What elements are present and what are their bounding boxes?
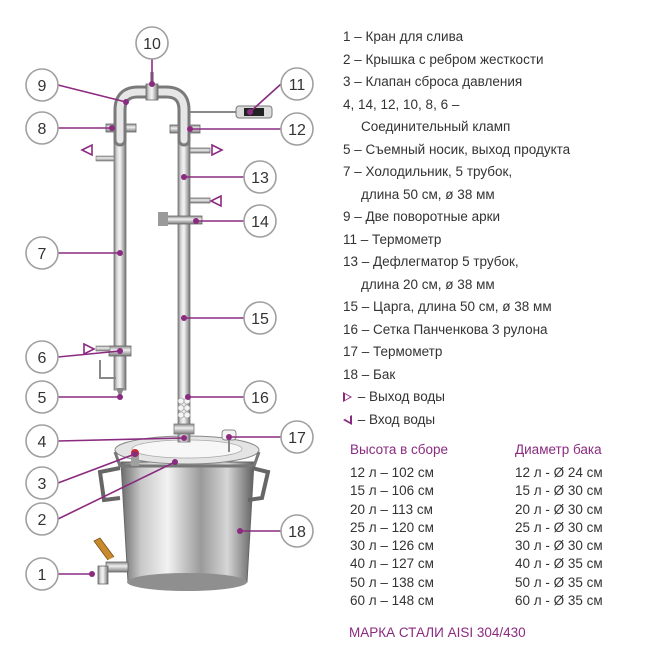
drain-valve <box>93 537 129 585</box>
diameter-row: 30 л - Ø 30 см <box>515 538 603 554</box>
svg-text:10: 10 <box>143 36 161 53</box>
height-row: 30 л – 126 см <box>350 538 434 554</box>
leader-lines <box>57 59 282 575</box>
callout-15: 15 <box>243 301 277 335</box>
legend-item-9: 9 – Две поворотные арки <box>343 209 501 224</box>
legend-item-7: 7 – Холодильник, 5 трубок, <box>343 164 513 179</box>
diameter-table-title: Диаметр бака <box>515 442 602 457</box>
height-row: 12 л – 102 см <box>350 465 434 480</box>
legend-item-1: 1 – Кран для слива <box>343 29 464 44</box>
callout-5: 5 <box>25 380 59 414</box>
svg-text:9: 9 <box>38 78 47 95</box>
height-table-title: Высота в сборе <box>350 442 449 457</box>
legend-item-17: 17 – Термометр <box>343 344 443 359</box>
dephlegmator-ports <box>189 147 211 204</box>
water-in-marker-dephlegmator <box>209 194 222 208</box>
cooler <box>95 123 137 398</box>
legend-item-11: 11 – Термометр <box>343 231 442 247</box>
svg-text:13: 13 <box>251 170 269 187</box>
svg-text:12: 12 <box>288 122 306 139</box>
top-thermometer <box>190 105 273 119</box>
svg-text:7: 7 <box>38 246 47 263</box>
legend-item-4-cont: Соединительный кламп <box>361 119 511 134</box>
svg-text:8: 8 <box>38 121 47 138</box>
diameter-row: 40 л - Ø 35 см <box>515 556 603 572</box>
callout-3: 3 <box>25 466 59 500</box>
svg-text:18: 18 <box>288 524 306 541</box>
svg-text:14: 14 <box>251 214 269 231</box>
diameter-row: 25 л - Ø 30 см <box>515 519 603 535</box>
legend-item-3: 3 – Клапан сброса давления <box>343 74 523 89</box>
legend-water-out: – Выход воды <box>343 386 643 409</box>
parts-legend: 1 – Кран для слива 2 – Крышка с ребром ж… <box>343 26 643 431</box>
diameter-table: Диаметр бака 12 л - Ø 24 см 15 л - Ø 30 … <box>515 442 603 610</box>
height-row: 25 л – 120 см <box>350 519 434 535</box>
height-row: 50 л – 138 см <box>350 574 434 590</box>
legend-item-5: 5 – Съемный носик, выход продукта <box>343 141 571 157</box>
water-in-marker-cooler <box>80 143 93 157</box>
height-row: 60 л – 148 см <box>350 593 434 609</box>
legend-item-16: 16 – Сетка Панченкова 3 рулона <box>343 321 548 337</box>
legend-item-13-cont: длина 20 см, ø 38 мм <box>361 276 495 292</box>
callout-1: 1 <box>25 557 59 591</box>
legend-item-7-cont: длина 50 см, ø 38 мм <box>361 186 495 202</box>
callout-11: 11 <box>280 67 314 101</box>
svg-text:15: 15 <box>251 311 269 328</box>
distiller-diagram: 1 2 3 4 5 6 7 8 9 10 11 12 13 14 15 16 1… <box>25 26 314 591</box>
tank-handle-right <box>247 466 271 502</box>
water-out-icon <box>343 392 352 402</box>
callout-9: 9 <box>25 68 59 102</box>
water-markers <box>80 143 224 356</box>
callout-14: 14 <box>243 204 277 238</box>
diameter-row: 50 л - Ø 35 см <box>515 574 603 590</box>
leader-dots <box>89 81 253 577</box>
water-out-marker-dephlegmator <box>211 143 224 157</box>
svg-text:3: 3 <box>38 476 47 493</box>
height-row: 40 л – 127 см <box>350 556 434 572</box>
svg-text:16: 16 <box>251 390 269 407</box>
tank-handle-left <box>97 466 121 503</box>
callout-8: 8 <box>25 111 59 145</box>
callout-16: 16 <box>243 380 277 414</box>
height-table: Высота в сборе 12 л – 102 см 15 л – 106 … <box>350 442 448 610</box>
legend-item-13: 13 – Дефлегматор 5 трубок, <box>343 254 519 269</box>
legend-item-4: 4, 14, 12, 10, 8, 6 – <box>343 96 460 112</box>
water-out-label: – Выход воды <box>357 389 445 404</box>
svg-text:4: 4 <box>38 434 47 451</box>
water-out-marker-cooler <box>83 342 96 356</box>
callout-6: 6 <box>25 340 59 374</box>
callout-4: 4 <box>25 424 59 458</box>
callout-10: 10 <box>135 26 169 60</box>
steel-grade: МАРКА СТАЛИ AISI 304/430 <box>349 625 526 640</box>
legend-item-15: 15 – Царга, длина 50 см, ø 38 мм <box>343 299 552 314</box>
diameter-row: 60 л - Ø 35 см <box>515 593 603 609</box>
svg-text:6: 6 <box>38 350 47 367</box>
legend-item-2: 2 – Крышка с ребром жесткости <box>343 51 544 67</box>
column <box>173 139 195 443</box>
callout-12: 12 <box>280 112 314 146</box>
clamp-14 <box>158 212 203 226</box>
panchenkov-mesh <box>177 397 191 419</box>
diameter-row: 15 л - Ø 30 см <box>515 483 603 499</box>
diameter-row: 20 л - Ø 30 см <box>515 501 603 517</box>
water-in-label: – Вход воды <box>357 411 436 427</box>
tank <box>113 435 261 591</box>
callout-17: 17 <box>280 420 314 454</box>
callout-7: 7 <box>25 236 59 270</box>
svg-text:2: 2 <box>38 512 47 529</box>
callout-2: 2 <box>25 502 59 536</box>
svg-text:17: 17 <box>288 430 306 447</box>
svg-text:1: 1 <box>38 567 47 584</box>
svg-text:11: 11 <box>289 77 306 94</box>
water-in-icon <box>343 414 352 425</box>
svg-text:5: 5 <box>38 390 47 407</box>
legend-water-in: – Вход воды <box>343 409 643 432</box>
diameter-row: 12 л - Ø 24 см <box>515 465 603 480</box>
legend-item-18: 18 – Бак <box>343 366 396 382</box>
height-row: 15 л – 106 см <box>350 483 434 499</box>
height-row: 20 л – 113 см <box>350 501 433 517</box>
callout-13: 13 <box>243 160 277 194</box>
callout-18: 18 <box>280 514 314 548</box>
